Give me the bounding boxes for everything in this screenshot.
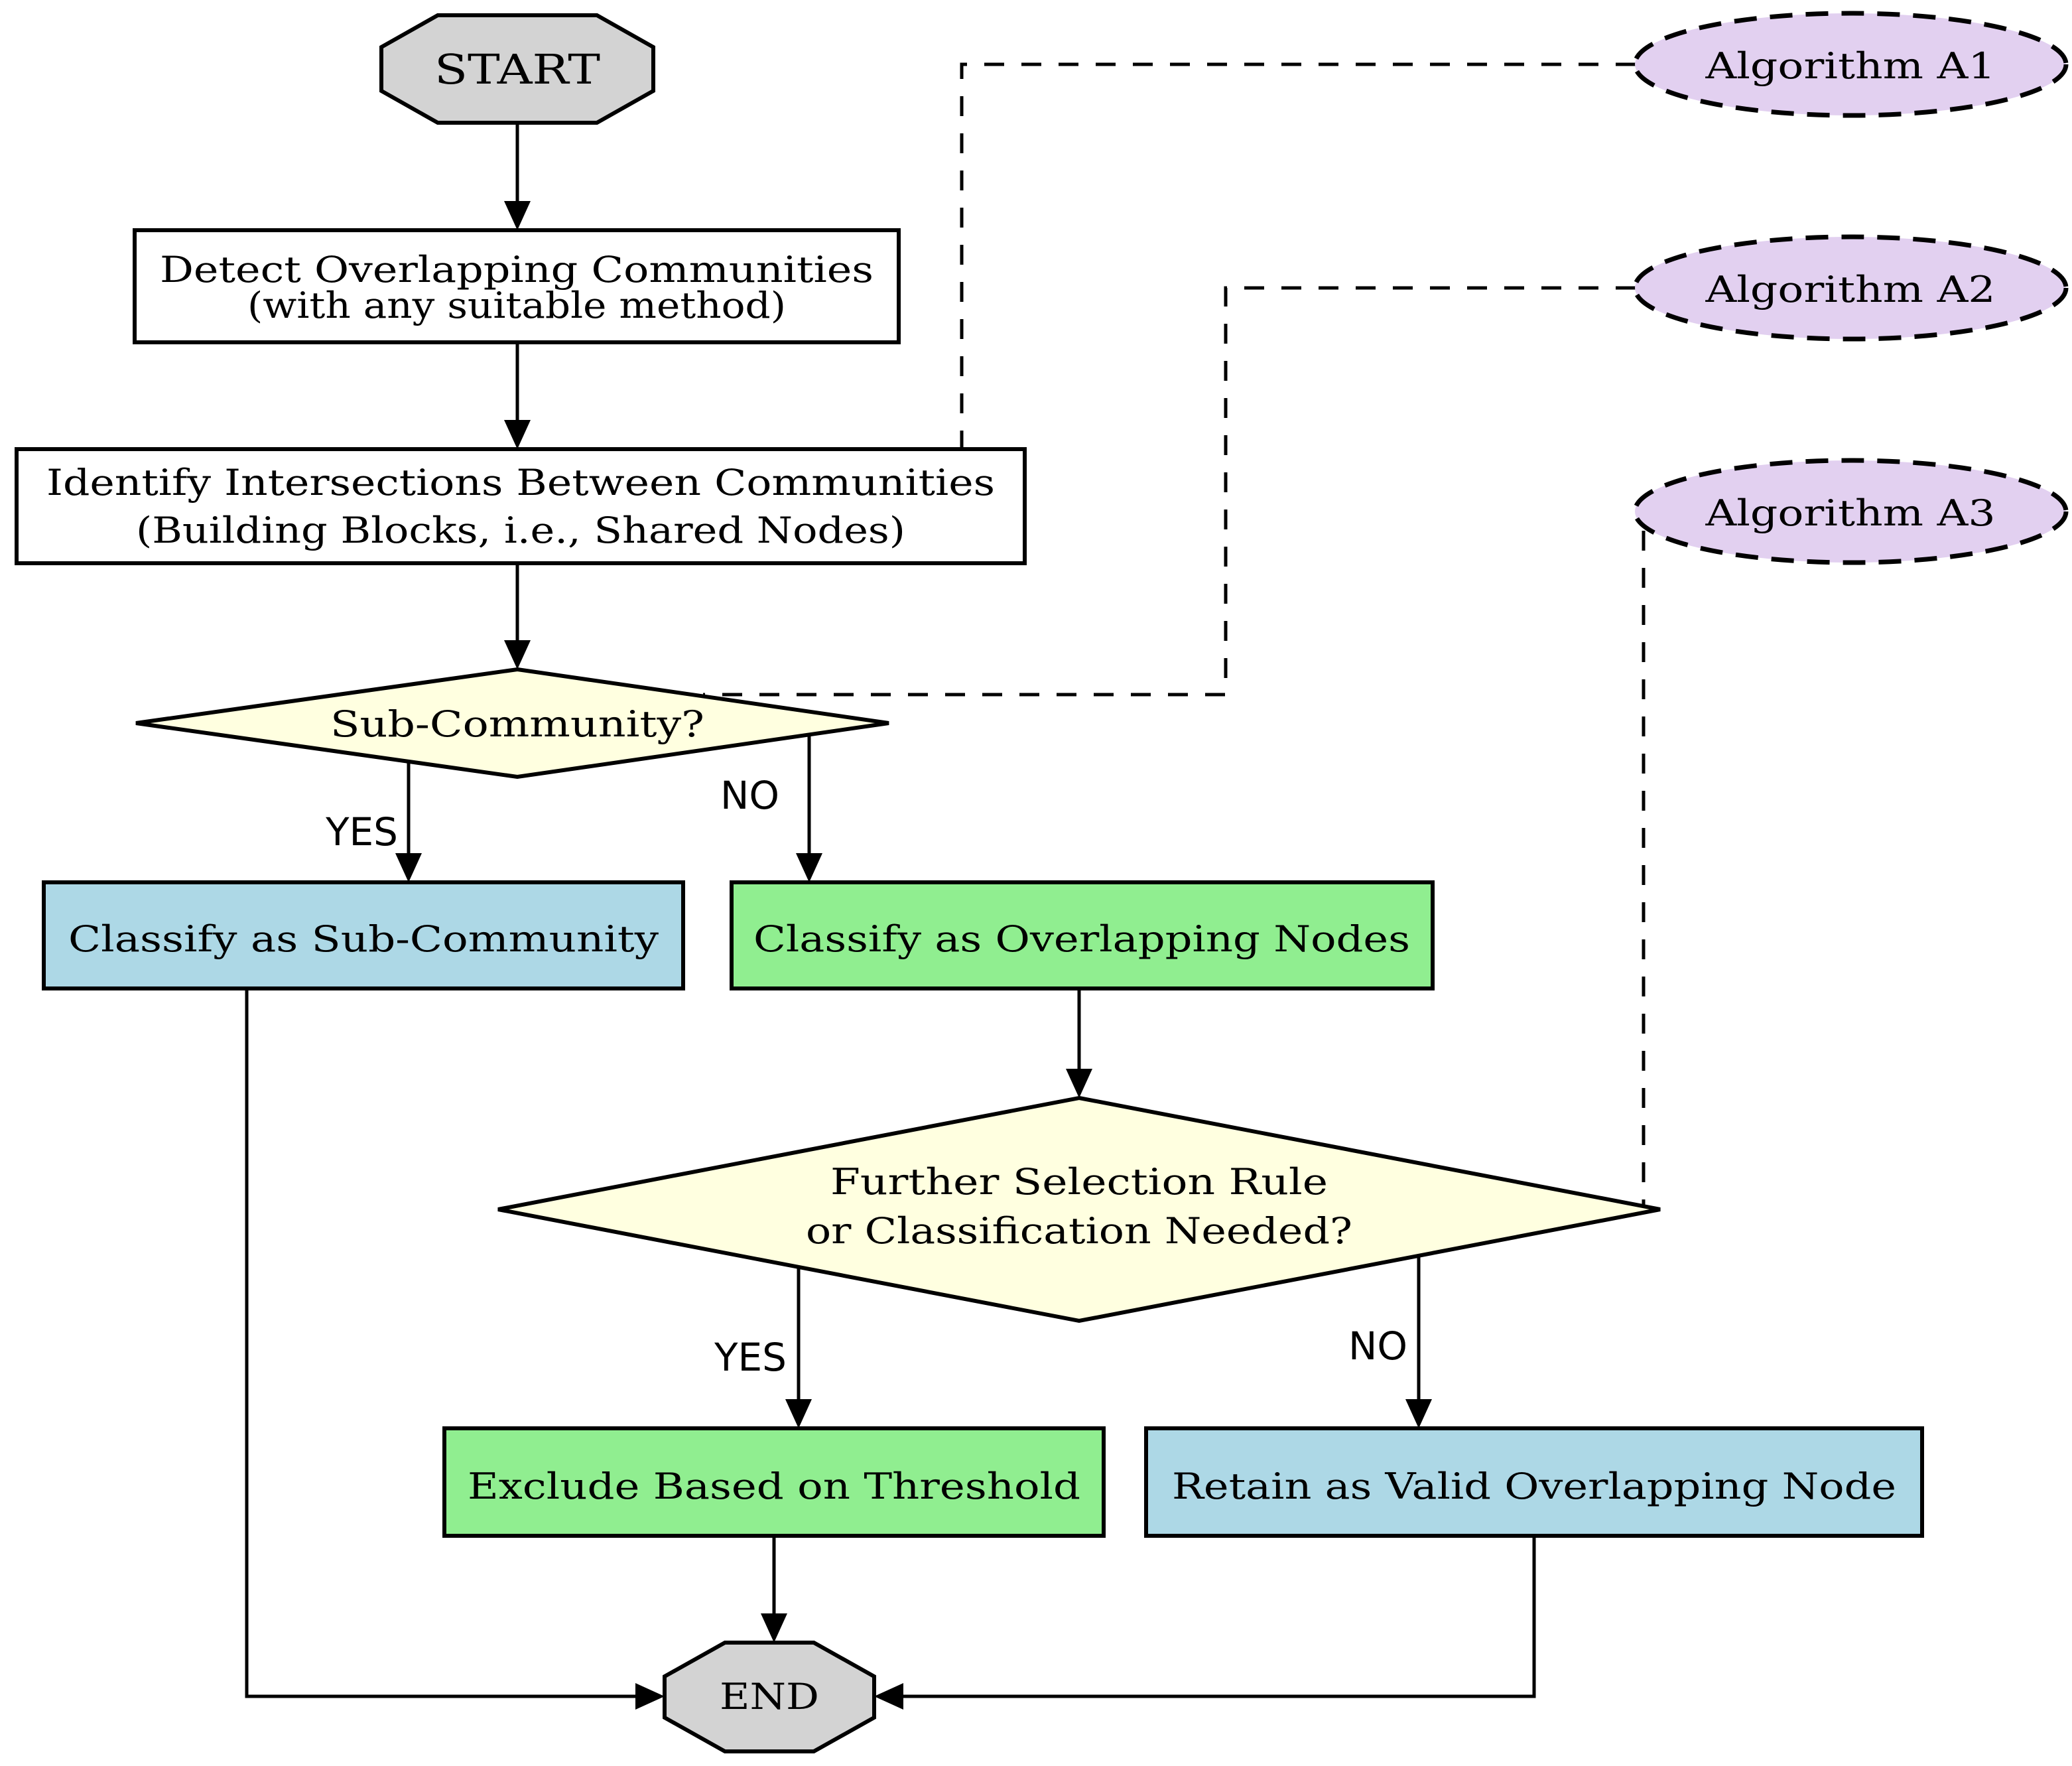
arrowhead-icon <box>504 201 531 230</box>
classify-overlap-box <box>730 880 1435 990</box>
dashed-connectors <box>703 62 1646 1205</box>
node-classify-sub: Classify as Sub-Community <box>42 880 685 990</box>
edge-algorithm-a2-decision1 <box>703 286 1636 697</box>
arrowhead-icon <box>1066 1069 1092 1098</box>
edge-label-further-no: NO <box>1348 1324 1407 1369</box>
subcommunity-diamond <box>135 667 889 780</box>
algorithm-a1-label: Algorithm A1 <box>1705 45 1995 87</box>
end-octagon <box>663 1641 876 1753</box>
identify-box <box>15 447 1027 565</box>
algorithm-a3-label: Algorithm A3 <box>1705 492 1995 534</box>
arrowhead-icon <box>874 1683 903 1710</box>
arrowhead-icon <box>1405 1399 1432 1428</box>
node-end: END <box>663 1641 876 1753</box>
node-algorithm-a3: Algorithm A3 <box>1632 458 2069 565</box>
node-decision-further: Further Selection Rule or Classification… <box>497 1095 1661 1324</box>
retain-box <box>1144 1426 1924 1538</box>
identify-label-line1: Identify Intersections Between Communiti… <box>46 462 995 504</box>
retain-label: Retain as Valid Overlapping Node <box>1172 1465 1896 1507</box>
edge-algorithm-a1-identify <box>960 62 1636 449</box>
algorithm-a1-ellipse <box>1632 11 2069 118</box>
exclude-box <box>442 1426 1106 1538</box>
arrowhead-icon <box>635 1683 665 1710</box>
algorithm-a2-label: Algorithm A2 <box>1705 269 1995 310</box>
subcommunity-label: Sub-Community? <box>330 703 704 745</box>
node-algorithm-a2: Algorithm A2 <box>1632 234 2069 342</box>
algorithm-a3-ellipse <box>1632 458 2069 565</box>
node-detect: Detect Overlapping Communities (with any… <box>133 228 901 344</box>
edges <box>245 123 1536 1710</box>
end-label: END <box>720 1676 819 1718</box>
edge-classifysub-end <box>245 988 637 1698</box>
arrowhead-icon <box>504 640 531 669</box>
further-diamond <box>497 1095 1661 1324</box>
classify-sub-box <box>42 880 685 990</box>
exclude-label: Exclude Based on Threshold <box>468 1465 1080 1507</box>
node-identify: Identify Intersections Between Communiti… <box>15 447 1027 565</box>
arrowhead-icon <box>785 1399 812 1428</box>
node-start: START <box>379 13 655 125</box>
classify-overlap-label: Classify as Overlapping Nodes <box>753 918 1410 960</box>
node-algorithm-a1: Algorithm A1 <box>1632 11 2069 118</box>
edge-label-sub-yes: YES <box>325 809 398 854</box>
edge-label-sub-no: NO <box>720 773 779 818</box>
arrowhead-icon <box>504 420 531 449</box>
arrowhead-icon <box>395 853 422 882</box>
further-label-line2: or Classification Needed? <box>806 1210 1352 1252</box>
detect-label-line2: (with any suitable method) <box>247 285 786 326</box>
edge-retain-end <box>902 1536 1536 1698</box>
further-label-line1: Further Selection Rule <box>830 1161 1328 1203</box>
classify-sub-label: Classify as Sub-Community <box>68 918 659 960</box>
arrowhead-icon <box>796 853 822 882</box>
node-decision-subcommunity: Sub-Community? <box>135 667 889 780</box>
start-octagon <box>379 13 655 125</box>
arrowhead-icon <box>761 1613 787 1643</box>
detect-box <box>133 228 901 344</box>
node-classify-overlap: Classify as Overlapping Nodes <box>730 880 1435 990</box>
algorithm-a2-ellipse <box>1632 234 2069 342</box>
node-retain: Retain as Valid Overlapping Node <box>1144 1426 1924 1538</box>
identify-label-line2: (Building Blocks, i.e., Shared Nodes) <box>136 509 905 551</box>
node-exclude: Exclude Based on Threshold <box>442 1426 1106 1538</box>
edge-label-further-yes: YES <box>714 1335 787 1380</box>
start-label: START <box>434 45 600 94</box>
detect-label-line1: Detect Overlapping Communities <box>160 249 874 291</box>
